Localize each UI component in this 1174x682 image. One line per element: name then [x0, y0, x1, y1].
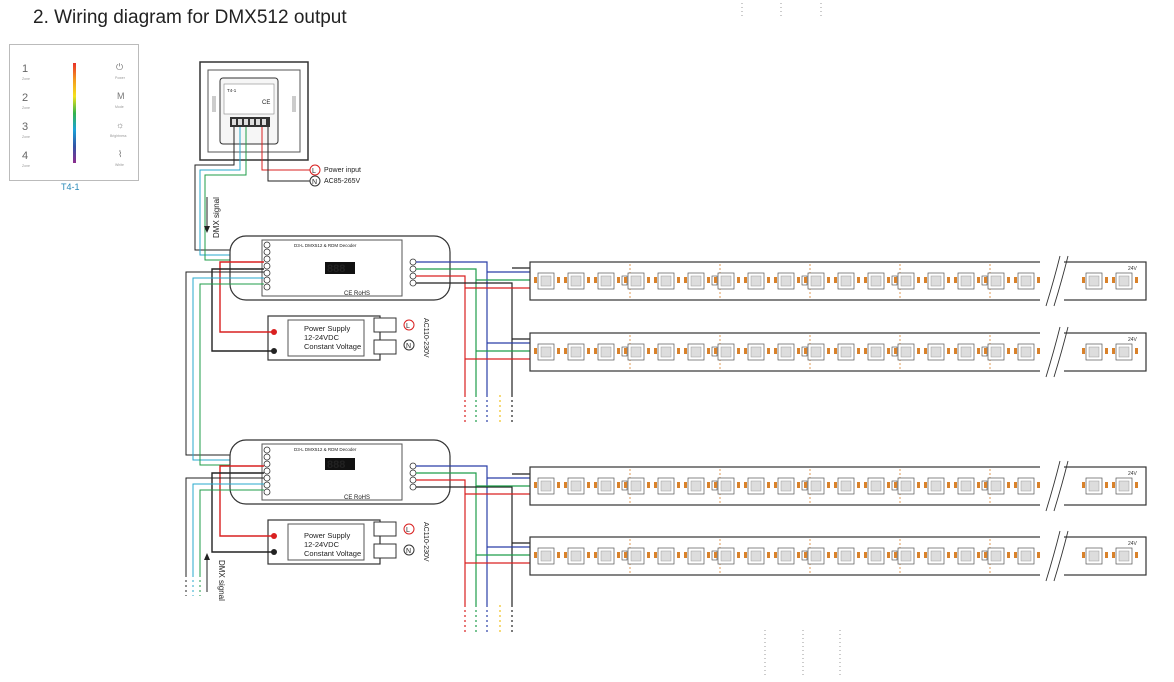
controller-unit: T4-1 CE — [199, 61, 309, 161]
led-strips: 24V 24V 24V 24V — [529, 255, 1147, 582]
psu-2-neutral: N — [406, 548, 411, 555]
power-label: Power — [115, 76, 125, 80]
led-strip-3: 24V — [529, 460, 1147, 512]
psu-1-neutral: N — [406, 343, 411, 350]
psu-2-ac-label: AC110-230V — [422, 522, 429, 562]
power-input-voltage: AC85-265V — [324, 178, 361, 185]
white-label: White — [115, 163, 124, 167]
dmx-signal-out-arrow: DMX signal — [204, 553, 226, 601]
dotted-marks — [741, 3, 841, 678]
power-input-label: Power input — [324, 167, 361, 174]
zone-4-label: Zone — [22, 164, 30, 168]
zone-2-number: 2 — [22, 92, 29, 104]
t4-1-touch-panel: 1 Zone 2 Zone 3 Zone 4 Zone ⏻ Power M Mo… — [9, 44, 139, 181]
led-strip-1: 24V — [529, 255, 1147, 307]
decoder-1-display: 888 — [327, 263, 345, 275]
mode-label: Mode — [115, 105, 124, 109]
psu-2-line2: 12-24VDC — [304, 540, 340, 549]
brightness-label: Brightness — [110, 134, 127, 138]
svg-text:CE: CE — [262, 100, 270, 106]
decoder-1: D3-L DMX512 & RDM Decoder 888 CE RoHS — [229, 235, 451, 301]
brightness-icon: ☼ — [116, 120, 125, 130]
strip-voltage-label: 24V — [1128, 471, 1138, 477]
psu-2-live: L — [406, 527, 410, 534]
mode-icon: M — [117, 91, 125, 101]
zone-4-number: 4 — [22, 150, 29, 162]
power-supply-1: Power Supply 12-24VDC Constant Voltage L… — [267, 315, 429, 361]
led-strip-4: 24V — [529, 530, 1147, 582]
power-icon: ⏻ — [116, 62, 124, 72]
psu-1-ac-label: AC110-230V — [422, 318, 429, 358]
zone-1-label: Zone — [22, 77, 30, 81]
strip-voltage-label: 24V — [1128, 541, 1138, 547]
page-title: 2. Wiring diagram for DMX512 output — [33, 7, 347, 28]
controller-model: T4-1 — [227, 88, 237, 93]
controller-neutral-terminal: N — [312, 179, 317, 186]
psu-2-line3: Constant Voltage — [304, 549, 361, 558]
decoder-2-title: D3-L DMX512 & RDM Decoder — [294, 447, 357, 452]
controller-live-terminal: L — [312, 168, 316, 175]
decoder-2-display: 888 — [327, 459, 345, 471]
decoder-1-cert: CE RoHS — [344, 291, 370, 297]
color-wheel-slider — [73, 63, 76, 163]
zone-3-number: 3 — [22, 121, 29, 133]
psu-2-line1: Power Supply — [304, 531, 351, 540]
decoder-2-cert: CE RoHS — [344, 495, 370, 501]
psu-1-line3: Constant Voltage — [304, 342, 361, 351]
psu-1-line2: 12-24VDC — [304, 333, 340, 342]
dmx-signal-out-label: DMX signal — [217, 560, 226, 601]
decoder-2: D3-L DMX512 & RDM Decoder 888 CE RoHS — [229, 439, 451, 505]
decoder-1-title: D3-L DMX512 & RDM Decoder — [294, 243, 357, 248]
strip-voltage-label: 24V — [1128, 266, 1138, 272]
zone-2-label: Zone — [22, 106, 30, 110]
white-icon: ⌇ — [118, 149, 123, 159]
panel-model-label: T4-1 — [61, 182, 80, 192]
power-supply-2: Power Supply 12-24VDC Constant Voltage L… — [267, 519, 429, 565]
strip-voltage-label: 24V — [1128, 337, 1138, 343]
psu-1-line1: Power Supply — [304, 324, 351, 333]
dmx-signal-in-label: DMX signal — [212, 197, 221, 238]
psu-1-live: L — [406, 323, 410, 330]
zone-1-number: 1 — [22, 63, 29, 75]
dmx-signal-arrow: DMX signal — [204, 197, 221, 238]
zone-3-label: Zone — [22, 135, 30, 139]
led-strip-2: 24V — [529, 326, 1147, 378]
